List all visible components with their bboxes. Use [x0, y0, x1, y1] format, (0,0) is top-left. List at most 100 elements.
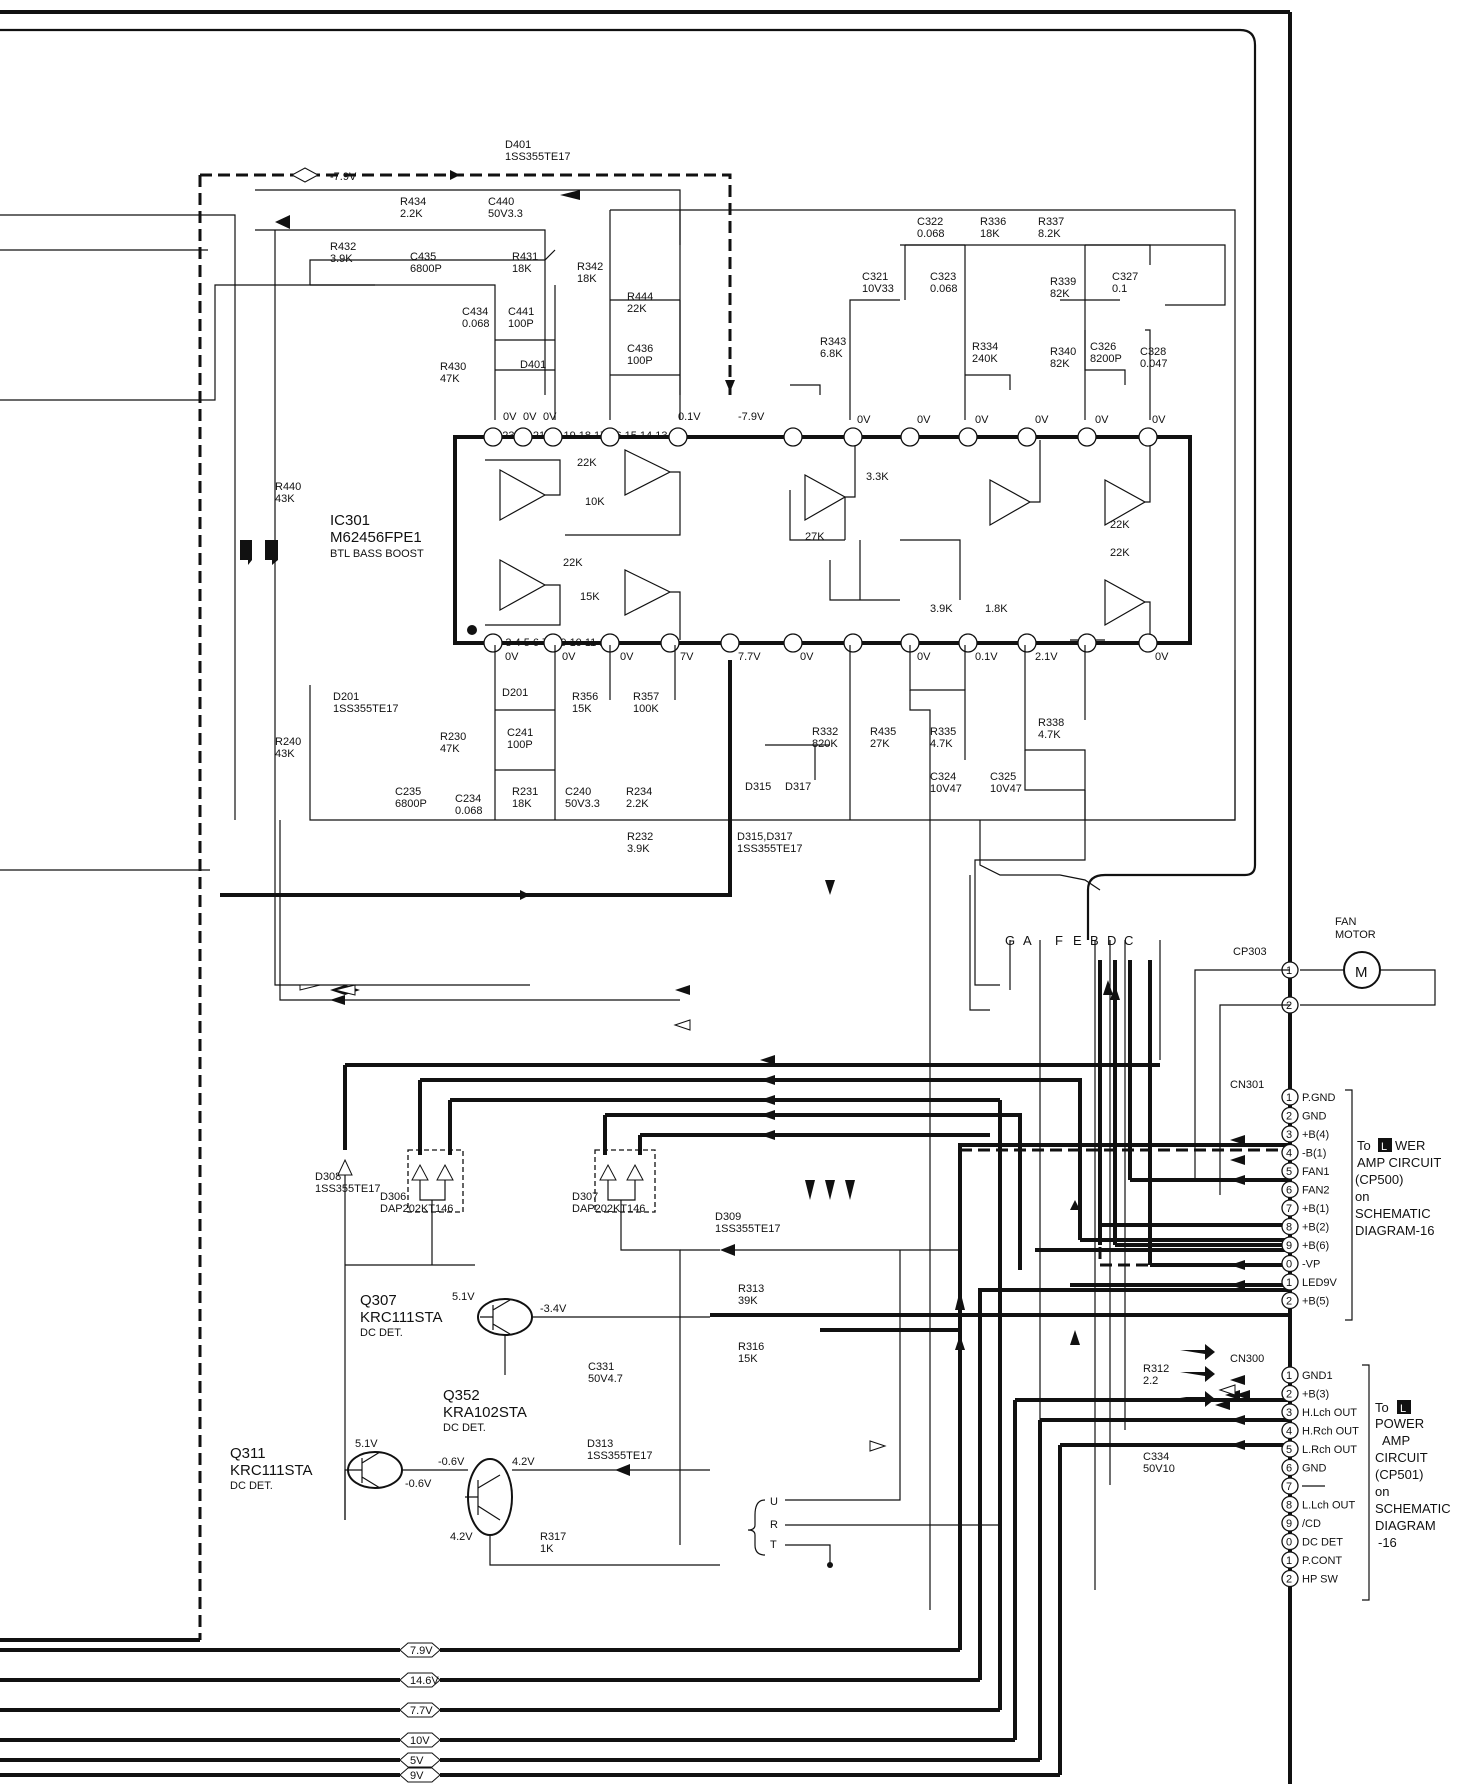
connector-pin [1281, 1514, 1299, 1532]
component-value: 50V4.7 [588, 1373, 623, 1385]
connector-pin [1281, 1236, 1299, 1254]
component-ref: R232 [627, 831, 653, 843]
component-ref: R240 [275, 736, 301, 748]
ic-bottom-pin [1077, 633, 1097, 653]
q311-func: DC DET. [230, 1480, 273, 1492]
component-ref: C240 [565, 786, 591, 798]
component-value: 27K [870, 738, 890, 750]
component-ref: R431 [512, 251, 538, 263]
rail-tag [399, 1752, 441, 1768]
component-ref: D307 [572, 1191, 598, 1203]
cn300-note-schematic: SCHEMATIC [1375, 1501, 1451, 1516]
connector-pin [1281, 1199, 1299, 1217]
connector-pin [1281, 1273, 1299, 1291]
connector-pin-label: FAN2 [1302, 1185, 1330, 1197]
ic-top-pin [600, 427, 620, 447]
component-ref: D308 [315, 1171, 341, 1183]
connector-pin-label: +B(2) [1302, 1222, 1329, 1234]
diode-array-d306 [407, 1149, 464, 1265]
component-value: 0.068 [930, 283, 958, 295]
connector-pin-number: 0 [1286, 1259, 1292, 1271]
component-ref: D309 [715, 1211, 741, 1223]
q352-v3: 4.2V [450, 1531, 473, 1543]
cp303-pin2: 2 [1286, 1000, 1292, 1012]
component-ref: C235 [395, 786, 421, 798]
ic-top-pin [1017, 427, 1037, 447]
cn301-note-cp: (CP500) [1355, 1172, 1403, 1187]
ic-int-r1: 22K [577, 457, 597, 469]
connector-pin [1281, 1551, 1299, 1569]
rail-tag [399, 1732, 441, 1748]
connector-pin [1281, 1421, 1299, 1440]
component-value: 100P [507, 739, 533, 751]
voltages-top: 0V 0V 0V 0.1V -7.9V 0V 0V 0V 0V 0V 0V [503, 411, 1166, 426]
connector-pin-label: L.Rch OUT [1302, 1444, 1357, 1456]
connector-pin-number: 8 [1286, 1222, 1292, 1234]
component-ref: C436 [627, 343, 653, 355]
component-ref: C435 [410, 251, 436, 263]
connector-pin-label: P.CONT [1302, 1555, 1342, 1567]
component-value: 18K [512, 263, 532, 275]
ic-top-pin [1077, 427, 1097, 447]
v-top-2: 0V [523, 411, 537, 423]
component-value: 10V47 [930, 783, 962, 795]
connector-pin-label: H.Lch OUT [1302, 1407, 1357, 1419]
component-ref: R316 [738, 1341, 764, 1353]
transistor-q307: Q307 KRC111STA DC DET. 5.1V -3.4V [360, 1291, 710, 1375]
ic-bottom-pin [1138, 633, 1158, 653]
diode-d313 [615, 1464, 630, 1476]
cn301-note-box-letter: L [1381, 1141, 1387, 1153]
v-bot-10: 0V [1155, 651, 1169, 663]
q311-v1: 5.1V [355, 1438, 378, 1450]
component-value: 1SS355TE17 [315, 1183, 380, 1195]
component-value: 18K [980, 228, 1000, 240]
cn300-note-power: POWER [1375, 1416, 1424, 1431]
component-ref: R332 [812, 726, 838, 738]
connector-pin [1281, 1384, 1299, 1403]
q352-ref: Q352 [443, 1387, 480, 1404]
ic-int-r6: 3.3K [866, 471, 889, 483]
component-ref: R338 [1038, 717, 1064, 729]
connector-pin [1281, 1495, 1299, 1514]
component-value: 6800P [395, 798, 427, 810]
ic-int-r9: 22K [1110, 519, 1130, 531]
connector-pin [1281, 1569, 1299, 1588]
connector-pin-number: 8 [1286, 1500, 1292, 1512]
component-value: 1SS355TE17 [505, 151, 570, 163]
voltages-bottom: 0V 0V 0V 7V 7.7V 0V 0V 0.1V 2.1V 0V [505, 651, 1169, 663]
fan-motor: FAN MOTOR M CP303 1 2 [1194, 916, 1436, 1195]
connector-pin-number: 2 [1286, 1389, 1292, 1401]
rail-minus-7-9v: -7.9V [198, 167, 735, 1640]
ic-bottom-pin [660, 633, 680, 653]
component-ref: R231 [512, 786, 538, 798]
connector-pin-number: 1 [1286, 1092, 1292, 1104]
component-value: 0.068 [917, 228, 945, 240]
component-value: 1SS355TE17 [715, 1223, 780, 1235]
component-value: 240K [972, 353, 998, 365]
flow-arrows [240, 190, 1250, 1452]
ic301: IC301 M62456FPE1 BTL BASS BOOST 24 23 22… [330, 427, 1192, 653]
rail-tag [399, 1642, 441, 1658]
component-ref: R342 [577, 261, 603, 273]
component-value: 820K [812, 738, 838, 750]
component-value: 3.9K [330, 253, 353, 265]
connector-pin-label: -B(1) [1302, 1148, 1326, 1160]
heavy-signal-lines [0, 660, 1290, 1777]
cp303-label: CP303 [1233, 946, 1267, 958]
cn301-note-schematic: SCHEMATIC [1355, 1206, 1431, 1221]
urt-bus: U R T [747, 1250, 1000, 1568]
component-value: 6800P [410, 263, 442, 275]
cn301-note-amp: AMP CIRCUIT [1357, 1155, 1441, 1170]
connector-pin-label: FAN1 [1302, 1166, 1330, 1178]
component-value: 0.068 [462, 318, 490, 330]
component-value: 1SS355TE17 [333, 703, 398, 715]
connector-pin-label: L.Lch OUT [1302, 1500, 1355, 1512]
fan-label: FAN [1335, 916, 1356, 928]
v-bot-4: 7V [680, 651, 694, 663]
q352-part: KRA102STA [443, 1404, 527, 1421]
v-top-6: 0V [857, 414, 871, 426]
rail-tag [399, 1767, 441, 1783]
q352-v2: 4.2V [512, 1456, 535, 1468]
